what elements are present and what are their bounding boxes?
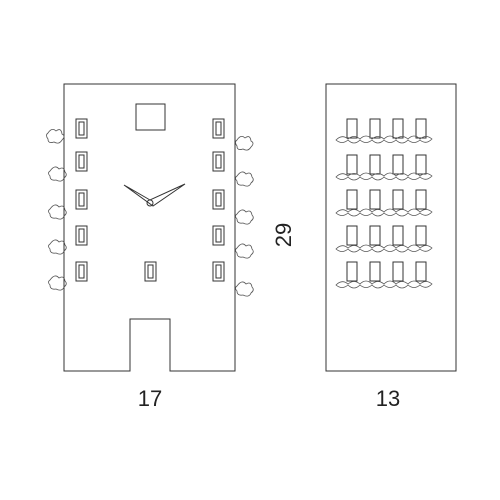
height-label: 29 — [271, 222, 296, 248]
front-left-windows — [75, 118, 88, 282]
side-windows — [346, 118, 427, 282]
clock-hands-icon — [123, 183, 186, 207]
side-foliage-bands — [335, 135, 433, 289]
front-center-window — [144, 261, 157, 282]
front-top-square — [135, 103, 166, 131]
side-elevation-outline — [325, 83, 457, 372]
foliage-icon — [46, 129, 254, 297]
side-width-label: 13 — [375, 386, 401, 411]
front-elevation-outline — [63, 83, 236, 372]
front-right-windows — [212, 118, 225, 282]
front-width-label: 17 — [137, 386, 163, 411]
